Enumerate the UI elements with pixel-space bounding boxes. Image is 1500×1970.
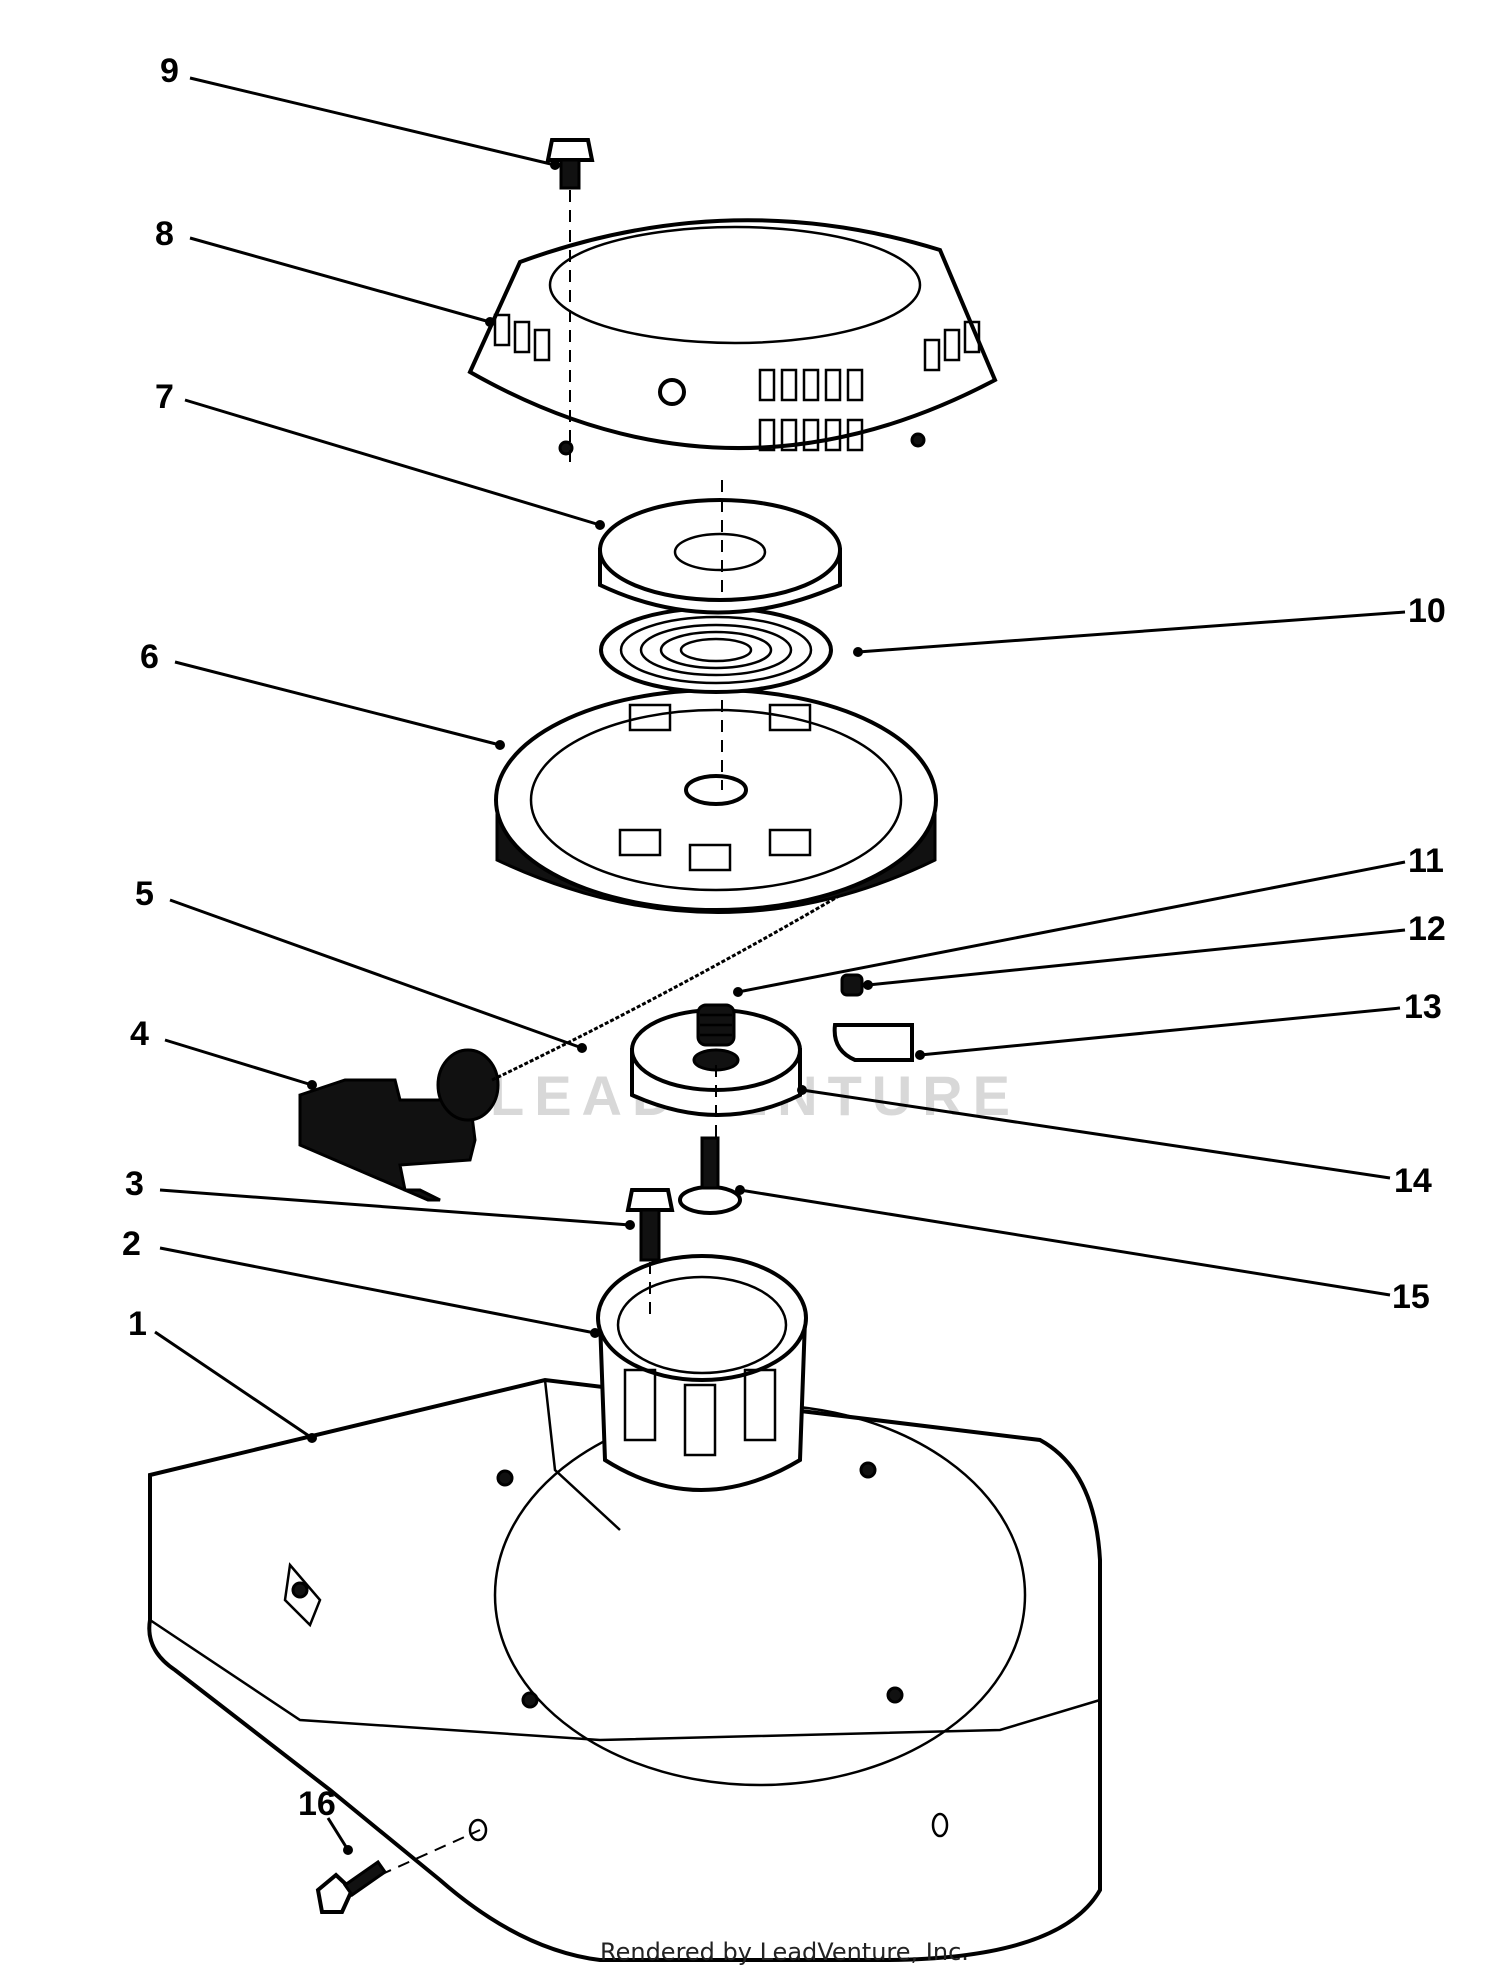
part-7-spring-cover xyxy=(598,498,842,615)
callout-6: 6 xyxy=(140,638,159,676)
callout-2: 2 xyxy=(122,1225,141,1263)
part-12-tiny-spring xyxy=(840,973,864,997)
part-11-spring xyxy=(696,1003,736,1047)
callout-14: 14 xyxy=(1394,1162,1432,1200)
part-1-blower-housing xyxy=(147,1377,1102,1962)
callout-15: 15 xyxy=(1392,1278,1430,1316)
part-3-bolt xyxy=(625,1188,675,1262)
callout-13: 13 xyxy=(1404,988,1442,1026)
part-8-starter-cover xyxy=(467,218,998,456)
part-16-screw xyxy=(315,1859,388,1914)
part-6-pulley xyxy=(494,688,938,914)
part-10-recoil-spring xyxy=(599,606,833,694)
callout-8: 8 xyxy=(155,215,174,253)
callout-7: 7 xyxy=(155,378,174,416)
part-5-rope xyxy=(491,858,901,1082)
callout-labels: 9 8 7 6 5 4 3 2 1 10 11 12 13 14 15 16 xyxy=(122,52,1446,1823)
callout-5: 5 xyxy=(135,875,154,913)
credit-text: Rendered by LeadVenture, Inc. xyxy=(600,1938,969,1966)
part-4-handle xyxy=(298,1048,500,1202)
callout-9: 9 xyxy=(160,52,179,90)
callout-16: 16 xyxy=(298,1785,336,1823)
part-14-pawl-cup xyxy=(630,1008,802,1117)
part-2-starter-cup xyxy=(596,1254,808,1492)
callout-3: 3 xyxy=(125,1165,144,1203)
callout-11: 11 xyxy=(1408,842,1444,880)
callout-4: 4 xyxy=(130,1015,149,1053)
assembly-center-lines xyxy=(379,190,723,1876)
callout-leaders xyxy=(154,76,1406,1855)
part-15-screw xyxy=(678,1136,742,1215)
callout-1: 1 xyxy=(128,1305,147,1343)
part-13-pawl xyxy=(832,1023,914,1062)
part-9-bolt xyxy=(545,138,595,190)
callout-10: 10 xyxy=(1408,592,1446,630)
callout-12: 12 xyxy=(1408,910,1446,948)
